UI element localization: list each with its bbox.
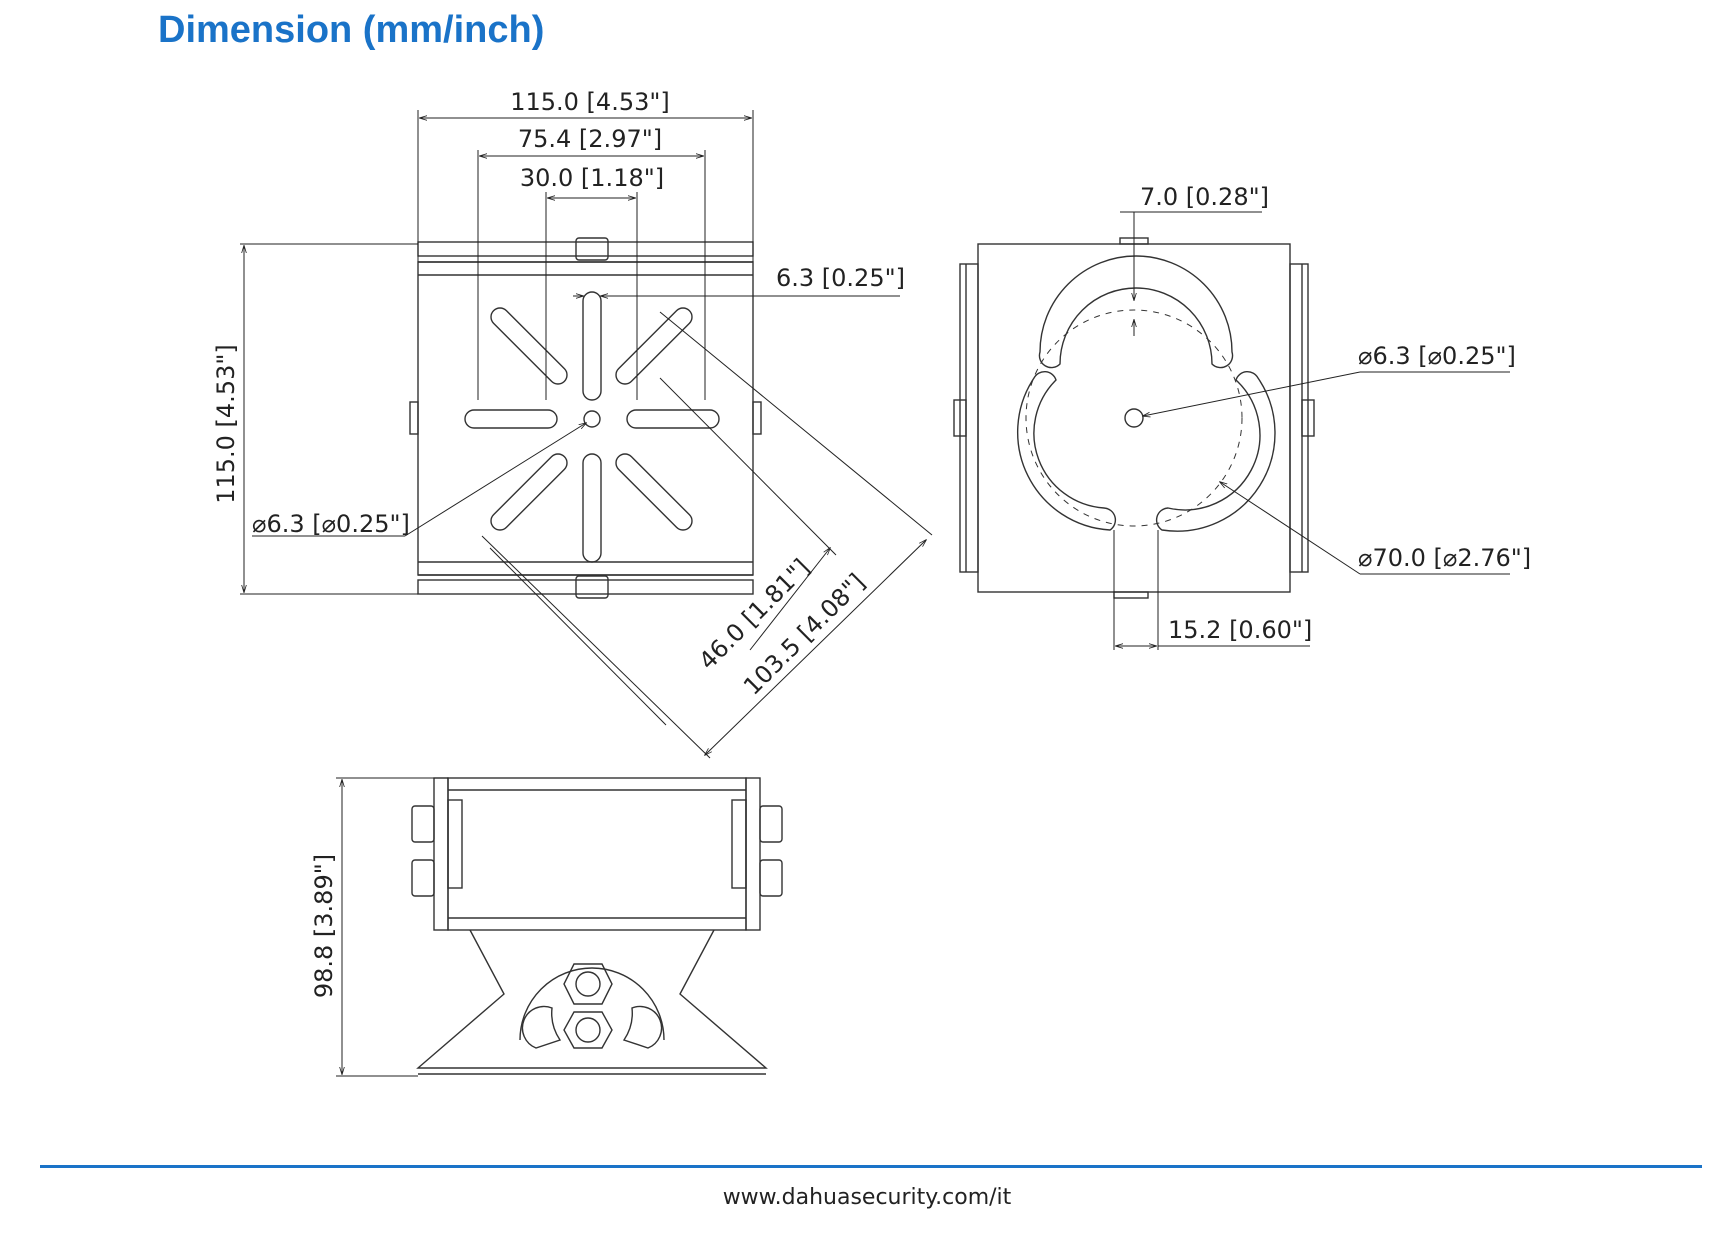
top-center-hole xyxy=(1124,408,1144,428)
top-dimension-texts: 7.0 [0.28"] ⌀6.3 [⌀0.25"] ⌀70.0 [⌀2.76"]… xyxy=(1140,183,1531,644)
front-center-spacing-label: 30.0 [1.18"] xyxy=(520,164,664,192)
front-right-tab xyxy=(752,401,762,435)
front-body xyxy=(417,261,754,576)
side-height-label: 98.8 [3.89"] xyxy=(310,854,338,998)
footer-website: www.dahuasecurity.com/it xyxy=(722,1185,1012,1210)
side-left-inner-plate xyxy=(447,799,463,889)
front-dimension-texts: 115.0 [4.53"] 75.4 [2.97"] 30.0 [1.18"] … xyxy=(212,88,905,701)
side-left-slot xyxy=(521,1005,562,1049)
side-right-inner-plate xyxy=(731,799,747,889)
side-dimension-lines xyxy=(336,777,448,1077)
top-center-hole-label: ⌀6.3 [⌀0.25"] xyxy=(1358,342,1516,370)
front-height-label: 115.0 [4.53"] xyxy=(212,344,240,504)
front-view xyxy=(409,237,762,599)
front-bottom-bolt xyxy=(575,575,609,599)
top-left-tab xyxy=(953,399,967,437)
front-dimension-lines xyxy=(240,110,933,759)
side-pivot-arc xyxy=(519,967,665,1041)
title-clip: Dimension (mm/inch) xyxy=(0,0,1734,58)
top-right-flange xyxy=(1289,263,1309,573)
top-lower-tab xyxy=(1113,591,1149,599)
top-right-tab xyxy=(1301,399,1315,437)
top-view xyxy=(953,237,1315,599)
side-body xyxy=(447,777,747,931)
front-center-hole-label: ⌀6.3 [⌀0.25"] xyxy=(252,510,410,538)
front-slot-span-label: 75.4 [2.97"] xyxy=(518,125,662,153)
side-view xyxy=(411,777,783,1075)
side-right-plate xyxy=(745,777,761,931)
side-left-bolts xyxy=(411,805,435,897)
front-slots xyxy=(464,291,720,563)
top-dimension-lines xyxy=(1113,211,1510,650)
front-center-hole xyxy=(583,410,601,428)
front-bottom-flange xyxy=(417,579,754,595)
front-top-flange xyxy=(417,241,754,257)
top-gap-width-label: 15.2 [0.60"] xyxy=(1168,616,1312,644)
top-left-flange xyxy=(959,263,979,573)
front-top-bolt xyxy=(575,237,609,261)
top-ring-diameter-label: ⌀70.0 [⌀2.76"] xyxy=(1358,544,1531,572)
side-left-plate xyxy=(433,777,449,931)
side-base xyxy=(416,929,768,1069)
top-ring-centerline xyxy=(1025,309,1243,527)
front-slot-width-label: 6.3 [0.25"] xyxy=(776,264,905,292)
side-top-hex-bolt xyxy=(563,963,613,1005)
side-right-bolts xyxy=(759,805,783,897)
side-bottom-hex-bolt xyxy=(563,1011,613,1049)
front-left-tab xyxy=(409,401,419,435)
page-title: Dimension (mm/inch) xyxy=(158,9,545,51)
top-tab-width-label: 7.0 [0.28"] xyxy=(1140,183,1269,211)
front-width-label: 115.0 [4.53"] xyxy=(510,88,670,116)
top-ring-slots xyxy=(1016,255,1276,532)
front-diag-outer-label: 103.5 [4.08"] xyxy=(738,568,871,701)
side-right-slot xyxy=(622,1005,663,1049)
footer-divider xyxy=(40,1165,1702,1168)
